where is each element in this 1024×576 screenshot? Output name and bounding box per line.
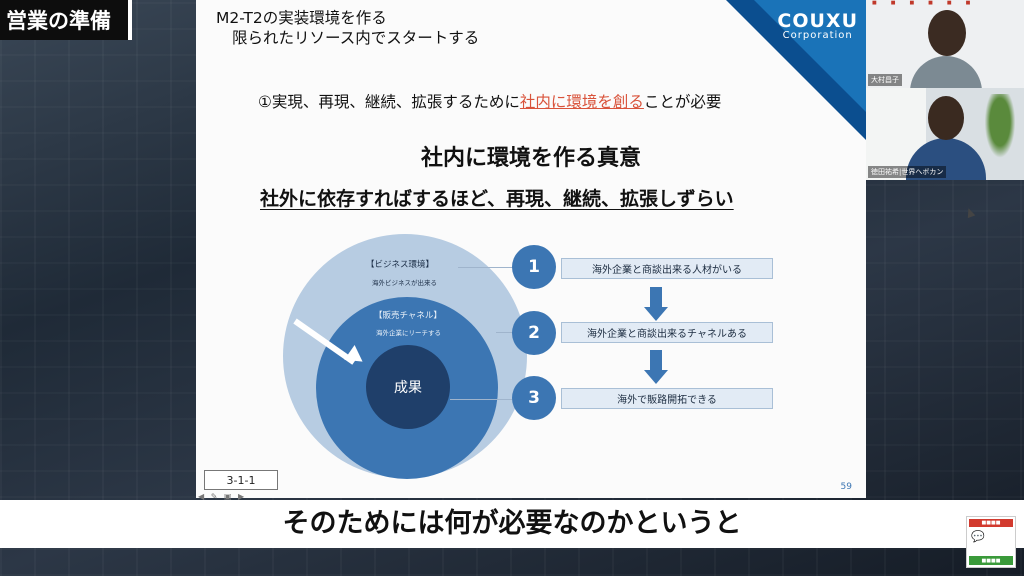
section-code: 3-1-1 — [204, 470, 278, 490]
participant-head — [928, 10, 966, 56]
subtitle-caption: そのためには何が必要なのかというと — [282, 508, 742, 539]
video-tile-2[interactable]: 徳田祐希|世界へボカン — [866, 88, 1024, 180]
promo-bottom: ■■■■ — [969, 556, 1013, 565]
brand-triangle-inner — [754, 0, 866, 112]
slide-subheading: 社外に依存すればするほど、再現、継続、拡張しずらい — [260, 188, 734, 210]
participant-head — [928, 96, 964, 140]
brand-sub: Corporation — [782, 30, 853, 41]
middle-circle-sublabel: 海外企業にリーチする — [376, 329, 441, 337]
slide-title-line2: 限られたリソース内でスタートする — [232, 29, 480, 47]
presentation-slide: M2-T2の実装環境を作る 限られたリソース内でスタートする COUXU Cor… — [196, 0, 976, 501]
arrow-down-icon — [644, 287, 668, 323]
brand-logo: COUXU Corporation — [777, 10, 858, 41]
topic-label-text: 営業の準備 — [6, 9, 111, 33]
caption-bar — [0, 500, 1024, 548]
step-text: 海外企業と商談出来る人材がいる — [592, 265, 742, 276]
connector-line — [496, 332, 514, 333]
step-number-3: 3 — [512, 376, 556, 420]
key-point-highlight: 社内に環境を創る — [519, 93, 644, 111]
slide-title-line1: M2-T2の実装環境を作る — [216, 9, 387, 27]
brand-name: COUXU — [777, 10, 858, 32]
middle-circle-label: 【販売チャネル】 — [374, 311, 442, 321]
connector-line — [450, 399, 516, 400]
topic-label: 営業の準備 — [0, 0, 132, 40]
participant-name-1: 大村昌子 — [868, 74, 902, 86]
outer-circle-sublabel: 海外ビジネスが出来る — [372, 279, 437, 287]
tile-banner: ■■■■■■ — [872, 0, 985, 6]
promo-top: ■■■■ — [969, 519, 1013, 527]
brand-corner: COUXU Corporation — [726, 0, 866, 140]
inner-circle-label: 成果 — [394, 380, 422, 396]
plant-background — [982, 94, 1018, 164]
step-text: 海外で販路開拓できる — [617, 395, 717, 406]
outer-circle-label: 【ビジネス環境】 — [366, 260, 435, 270]
slide-title: M2-T2の実装環境を作る 限られたリソース内でスタートする — [216, 8, 479, 48]
video-tile-1[interactable]: ■■■■■■ 大村昌子 — [866, 0, 1024, 88]
step-number-text: 2 — [528, 323, 540, 343]
page-number: 59 — [840, 482, 852, 492]
participant-figure — [910, 56, 982, 88]
slide-toolbar[interactable]: ◀ ✎ ▣ ▶ — [198, 492, 247, 501]
arrow-down-icon — [644, 350, 668, 386]
step-number-text: 1 — [528, 257, 540, 277]
step-number-1: 1 — [512, 245, 556, 289]
key-point-prefix: ①実現、再現、継続、拡張するために — [258, 93, 520, 111]
slide-heading: 社内に環境を作る真意 — [420, 146, 641, 171]
step-box-1: 海外企業と商談出来る人材がいる — [561, 258, 773, 279]
key-point: ①実現、再現、継続、拡張するために社内に環境を創ることが必要 — [258, 90, 721, 112]
step-text: 海外企業と商談出来るチャネルある — [587, 329, 747, 340]
participant-name-2: 徳田祐希|世界へボカン — [868, 166, 947, 178]
step-number-text: 3 — [528, 388, 540, 408]
connector-line — [458, 267, 514, 268]
step-box-3: 海外で販路開拓できる — [561, 388, 773, 409]
chat-icon: 💬 — [971, 530, 985, 543]
promo-badge[interactable]: ■■■■ 💬 ■■■■ — [966, 516, 1016, 568]
inner-circle: 成果 — [366, 345, 450, 429]
key-point-suffix: ことが必要 — [643, 93, 722, 111]
step-number-2: 2 — [512, 311, 556, 355]
step-box-2: 海外企業と商談出来るチャネルある — [561, 322, 773, 343]
